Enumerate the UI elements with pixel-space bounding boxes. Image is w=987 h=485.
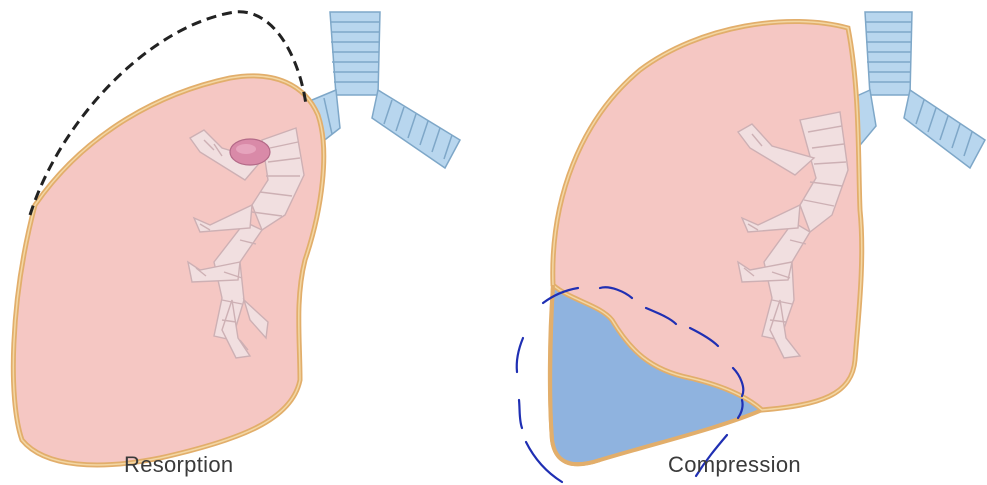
compression-panel — [517, 12, 985, 482]
trachea-right — [865, 12, 912, 95]
resorption-panel — [13, 12, 460, 465]
bronchi-right — [848, 90, 985, 168]
caption-compression: Compression — [668, 452, 801, 478]
caption-resorption: Resorption — [124, 452, 233, 478]
trachea-left — [330, 12, 380, 95]
